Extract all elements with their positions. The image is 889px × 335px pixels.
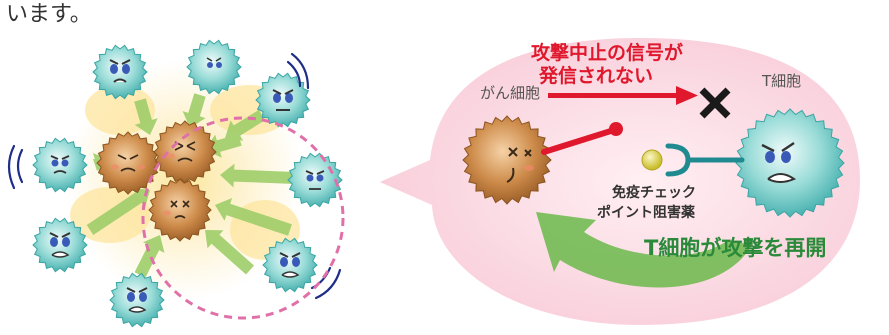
- cancer-cell-left: [96, 131, 160, 195]
- t-cell-label: T細胞: [762, 72, 802, 90]
- attack-arrow: [86, 187, 150, 235]
- vibration-marks: [7, 52, 342, 300]
- checkpoint-drug-icon: [641, 149, 663, 171]
- checkpoint-drug-label-line2: ポイント阻害薬: [597, 205, 695, 221]
- attack-arrow: [182, 93, 206, 128]
- attack-arrows: [86, 93, 296, 278]
- t-cell-large: [735, 108, 845, 218]
- resume-attack-label: T細胞が攻撃を再開: [644, 236, 827, 260]
- zoom-circle: [141, 116, 345, 320]
- attack-arrow: [220, 163, 296, 188]
- x-mark-icon: [699, 87, 731, 119]
- t-cell-top: [186, 39, 242, 95]
- stop-signal-label-line1: 攻撃中止の信号が: [531, 42, 684, 64]
- t-cell-top-right: [255, 72, 311, 128]
- pd-l1-receptor: [541, 122, 623, 155]
- attack-arrow: [134, 98, 158, 135]
- curved-arrow-icon: [536, 212, 752, 288]
- t-cell-top-left: [92, 44, 148, 100]
- checkpoint-drug-label-line1: 免疫チェック: [612, 185, 696, 201]
- arrow-right-icon: [548, 86, 698, 105]
- t-cell-bottom: [109, 272, 165, 328]
- t-cell-right: [287, 152, 343, 208]
- attack-arrow: [215, 198, 292, 236]
- stop-signal-label-line2: 発信されない: [539, 65, 654, 87]
- intro-text-fragment: います。: [6, 2, 92, 27]
- t-cell-bottom-left: [32, 217, 88, 273]
- cancer-cell-large: [462, 115, 552, 205]
- attack-arrow: [205, 230, 254, 275]
- t-cell-bottom-right: [262, 237, 318, 293]
- pd-1-receptor: [665, 143, 745, 177]
- cancer-cell-label: がん細胞: [480, 84, 541, 102]
- cancer-cell-bottom: [148, 178, 212, 242]
- attack-arrow: [134, 235, 165, 278]
- t-cell-left: [32, 137, 88, 193]
